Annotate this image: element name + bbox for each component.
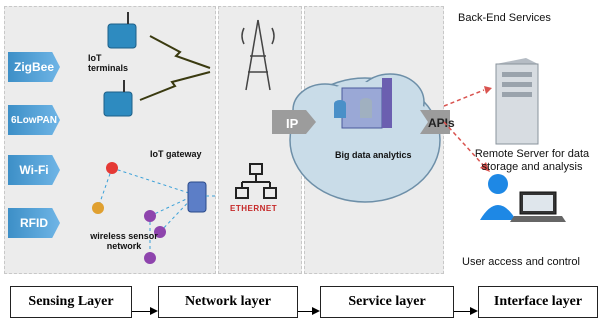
iot-terminal-icon: [107, 12, 137, 49]
iot-terminals-label: IoT terminals: [88, 53, 129, 73]
backend-arrows: [443, 89, 485, 167]
network-art: [235, 19, 277, 199]
iot-terminal-icon: [103, 80, 133, 117]
service-art: [272, 73, 450, 203]
wireless-sensor-network-label: wireless sensor network: [90, 231, 158, 251]
server-caption: Remote Server for data storage and analy…: [474, 148, 590, 173]
iot-gateway-label: IoT gateway: [150, 149, 202, 159]
protocol-zigbee: ZigBee: [8, 52, 60, 82]
layer-interface: Interface layer: [478, 286, 598, 318]
network-panel: [218, 6, 302, 274]
layer-service: Service layer: [320, 286, 454, 318]
backend-title: Back-End Services: [458, 12, 551, 24]
protocol-rfid: RFID: [8, 208, 60, 238]
layer-arrow-1: [132, 311, 152, 312]
apis-label: APIs: [428, 116, 455, 130]
backend-art: [443, 58, 566, 222]
wireless-link: [139, 71, 211, 101]
laptop-icon: [510, 191, 566, 222]
layer-sensing: Sensing Layer: [10, 286, 132, 318]
server-icon: [495, 58, 539, 145]
layer-arrowhead-2: [312, 307, 320, 315]
protocol-6lowpan: 6LowPAN: [8, 105, 60, 135]
sensing-art: [92, 12, 218, 264]
ip-arrow: [272, 110, 316, 134]
layer-arrow-2: [298, 311, 314, 312]
layer-network: Network layer: [158, 286, 298, 318]
data-platform-icon: [334, 78, 392, 129]
layer-arrow-3: [454, 311, 472, 312]
layer-arrowhead-1: [150, 307, 158, 315]
apis-tab: [420, 110, 450, 134]
radio-tower-icon: [241, 19, 275, 91]
big-data-label: Big data analytics: [335, 150, 412, 160]
ethernet-label: ETHERNET: [230, 204, 278, 213]
wireless-link: [149, 35, 211, 69]
ip-label: IP: [286, 116, 299, 131]
ethernet-switch-icon: [235, 163, 277, 199]
layer-arrowhead-3: [470, 307, 478, 315]
protocol-wifi: Wi-Fi: [8, 155, 60, 185]
wireless-sensor-network: [92, 162, 196, 264]
user-caption: User access and control: [462, 256, 580, 268]
user-icon: [480, 174, 516, 220]
gateway-icon: [187, 181, 218, 213]
